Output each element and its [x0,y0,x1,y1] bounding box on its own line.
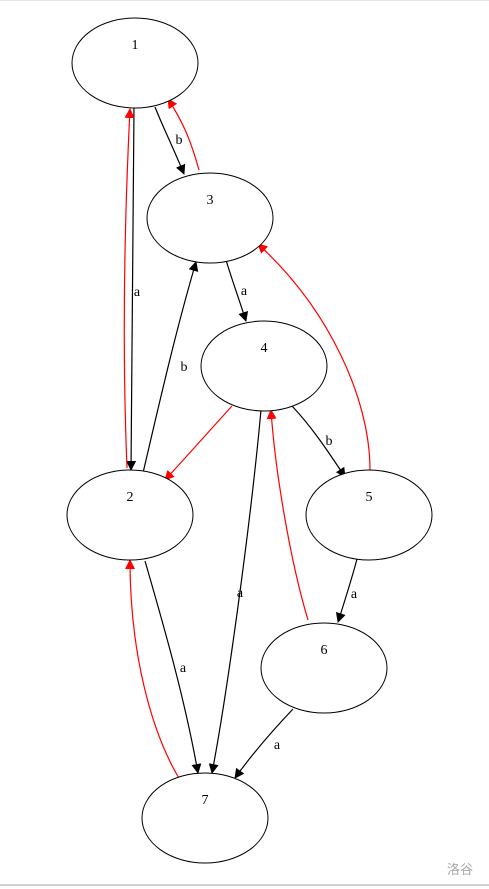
node-3: 3 [146,172,274,264]
node-label-7: 7 [202,793,209,808]
node-label-6: 6 [321,643,328,658]
node-6: 6 [260,622,388,714]
node-5: 5 [305,469,433,561]
node-ellipse-4 [200,320,328,412]
edge-3-4 [225,259,249,322]
bottom-border [0,884,489,886]
edge-2-3 [142,261,199,474]
top-border [0,0,489,1]
node-2: 2 [66,469,194,561]
node-ellipse-7 [141,772,269,864]
node-ellipse-1 [71,17,199,109]
watermark-logo-text: 洛谷 [447,863,474,878]
node-ellipse-2 [66,469,194,561]
node-label-3: 3 [207,193,214,208]
edge-5-6 [335,558,358,623]
node-ellipse-5 [305,469,433,561]
node-ellipse-6 [260,622,388,714]
edge-1-2 [126,106,137,471]
edge-label-3-4: a [241,284,248,299]
node-4: 4 [200,320,328,412]
edge-label-4-7: a [237,586,244,601]
edge-label-2-3: b [181,360,188,375]
node-7: 7 [141,772,269,864]
edge-2-7 [144,560,202,774]
node-label-1: 1 [132,38,139,53]
edge-3-1-red [167,98,200,171]
edge-6-4-red [266,409,309,621]
edge-label-1-3: b [176,133,183,148]
node-label-2: 2 [127,490,134,505]
edge-5-3-red [257,243,371,471]
edge-4-2-red [164,405,233,481]
edge-4-7 [208,409,262,774]
node-label-5: 5 [366,490,373,505]
edge-4-5 [291,405,346,478]
edge-1-3 [154,106,186,175]
edge-label-2-7: a [180,661,187,676]
node-ellipse-3 [146,172,274,264]
edge-label-4-5: b [326,434,333,449]
edge-6-7 [234,708,294,779]
edge-label-5-6: a [351,587,358,602]
node-1: 1 [71,17,199,109]
edge-label-1-2: a [134,285,141,300]
edge-label-6-7: a [274,738,281,753]
node-label-4: 4 [261,341,268,356]
edge-2-1-red [123,108,135,469]
edge-7-2-red [125,559,181,781]
